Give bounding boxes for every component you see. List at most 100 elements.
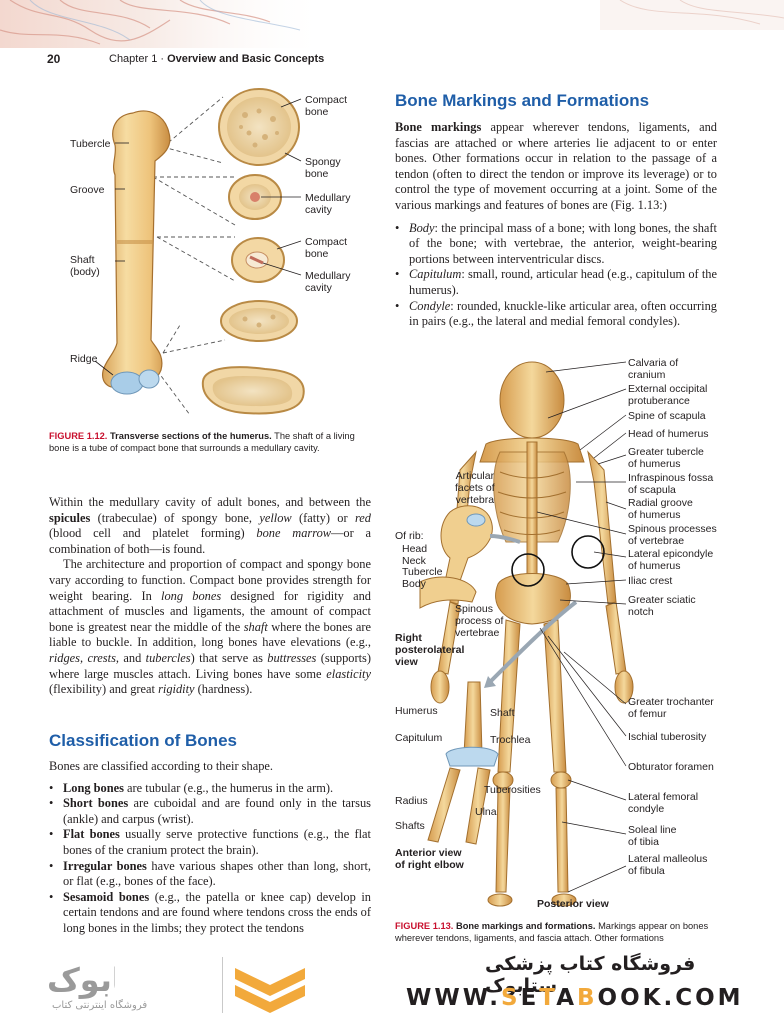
- figure-label: FIGURE 1.13.: [395, 921, 454, 931]
- url-part: E: [520, 985, 540, 1011]
- list-text: have various shapes other than long, sho…: [63, 858, 371, 889]
- list-text: : rounded, knuckle-like articular area, …: [409, 298, 717, 329]
- label-line: Greater trochanter: [628, 696, 714, 708]
- label-line: Greater tubercle: [628, 446, 704, 458]
- label-line: posterolateral: [395, 644, 465, 656]
- header-corner-illustration: [0, 0, 784, 48]
- term-long-bones: long bones: [161, 588, 222, 603]
- list-term: Capitulum: [409, 267, 462, 282]
- classification-text: Bones are classified according to their …: [49, 759, 371, 937]
- label-line: of humerus: [628, 560, 681, 572]
- label-line: of vertebrae: [628, 535, 685, 547]
- text-run: The architecture and proportion of compa…: [49, 557, 371, 603]
- term-bone-marrow: bone marrow: [256, 526, 332, 541]
- list-text: are tubular (e.g., the humerus in the ar…: [123, 780, 334, 795]
- svg-text:ستابوک: ستابوک: [47, 961, 115, 999]
- term-red: red: [354, 510, 371, 525]
- list-item: Irregular bones have various shapes othe…: [49, 859, 371, 890]
- label-rib-body: Body: [402, 577, 426, 590]
- paragraph-marrow: Within the medullary cavity of adult bon…: [49, 495, 371, 557]
- text-run: (hardness).: [194, 682, 253, 697]
- text-run: ) that serve as: [190, 650, 268, 665]
- list-item: Condyle: rounded, knuckle-like articular…: [395, 299, 717, 330]
- term-bone-markings: Bone markings: [395, 120, 482, 134]
- list-term: Irregular bones: [63, 858, 147, 873]
- label-medullary-cavity-1: Medullary cavity: [305, 192, 351, 216]
- label-spongy-bone: Spongy bone: [305, 156, 341, 180]
- label-humerus: Humerus: [395, 705, 438, 717]
- list-term: Sesamoid bones: [63, 889, 150, 904]
- figure-label: FIGURE 1.12.: [49, 431, 108, 441]
- label-text: bone: [305, 168, 329, 180]
- running-header: Chapter 1 · Overview and Basic Concepts: [109, 53, 324, 65]
- caption-text: The shaft of a living bone is a tube of …: [49, 431, 355, 453]
- label-text: cavity: [305, 282, 332, 294]
- label-text: bone: [305, 106, 329, 118]
- label-radius: Radius: [395, 795, 428, 807]
- label-line: Right: [395, 632, 422, 644]
- store-url[interactable]: WWW.SETABOOK.COM: [406, 985, 744, 1011]
- term-ridges-crests: ridges, crests,: [49, 650, 119, 665]
- label-line: view: [395, 656, 418, 668]
- label-line: of tibia: [628, 836, 659, 848]
- label-tuberosities: Tuberosities: [484, 784, 541, 796]
- setabook-logo-text: ستابوک: [47, 961, 115, 999]
- text-run: (flexibility) and great: [49, 682, 159, 697]
- figure-1-13-skeleton-illustration: [419, 361, 634, 907]
- label-line: process of: [455, 615, 504, 627]
- url-part: A: [556, 985, 577, 1011]
- label-line: External occipital: [628, 383, 708, 395]
- label-groove: Groove: [70, 184, 105, 196]
- text-run: —or a combination of both—is found.: [49, 526, 371, 556]
- label-line: of right elbow: [395, 859, 464, 871]
- label-text: cavity: [305, 204, 332, 216]
- label-text: bone: [305, 248, 329, 260]
- term-shaft: shaft: [243, 619, 268, 634]
- label-rib-head: Head: [402, 543, 428, 555]
- label-spine-of-scapula: Spine of scapula: [628, 410, 706, 422]
- label-line: vertebra: [455, 494, 495, 506]
- text-run: and: [119, 650, 146, 665]
- right-column-text: Bone markings appear wherever tendons, l…: [395, 120, 717, 330]
- footer-watermark: ستابوک فروشگاه اینترنتی کتاب فروشگاه کتا…: [0, 943, 784, 1023]
- list-item: Capitulum: small, round, articular head …: [395, 267, 717, 298]
- label-trochlea: Trochlea: [490, 734, 531, 746]
- label-rib-neck: Neck: [402, 554, 426, 567]
- list-item: Short bones are cuboidal and are found o…: [49, 796, 371, 827]
- paragraph-architecture: The architecture and proportion of compa…: [49, 557, 371, 697]
- list-item: Flat bones usually serve protective func…: [49, 827, 371, 858]
- label-line: Lateral epicondyle: [628, 548, 714, 560]
- term-rigidity: rigidity: [158, 682, 195, 697]
- classification-list: Long bones are tubular (e.g., the humeru…: [49, 781, 371, 937]
- term-buttresses: buttresses: [267, 650, 317, 665]
- list-item: Body: the principal mass of a bone; with…: [395, 221, 717, 268]
- section-title: Overview and Basic Concepts: [167, 53, 325, 65]
- label-iliac-crest: Iliac crest: [628, 575, 673, 587]
- label-capitulum: Capitulum: [395, 732, 443, 744]
- label-line: Spinous: [455, 603, 493, 615]
- label-line: of fibula: [628, 865, 665, 877]
- label-line: Calvaria of: [628, 357, 679, 369]
- label-posterior-view: Posterior view: [537, 898, 609, 910]
- chapter-label: Chapter 1: [109, 53, 158, 65]
- label-shaft-line1: Shaft: [70, 254, 95, 266]
- heading-bone-markings: Bone Markings and Formations: [395, 91, 650, 110]
- text-run: (fatty) or: [291, 510, 355, 525]
- label-tubercle: Tubercle: [70, 138, 111, 150]
- term-spicules: spicules: [49, 510, 91, 525]
- setabook-logo-icon: [235, 968, 305, 1013]
- label-line: Radial groove: [628, 497, 693, 509]
- figure-1-12-humerus-illustration: [94, 88, 305, 415]
- list-term: Condyle: [409, 298, 451, 313]
- label-text: Compact: [305, 94, 348, 106]
